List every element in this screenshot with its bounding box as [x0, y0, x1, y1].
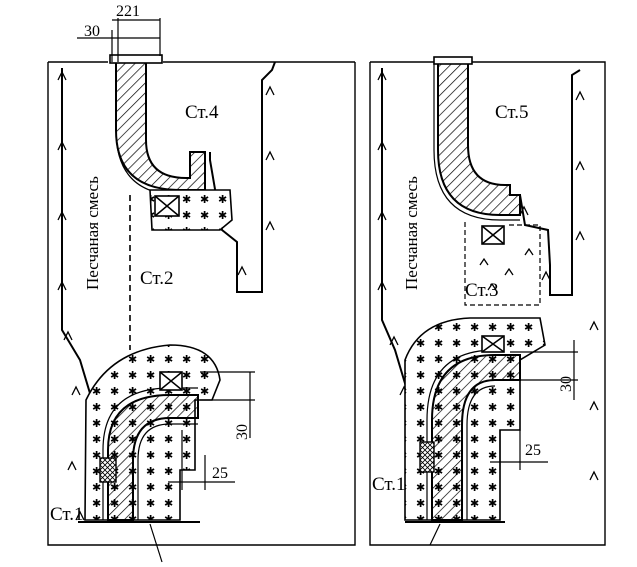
left-horizontal-dimension [168, 430, 235, 490]
right-dim-25: 25 [525, 442, 541, 459]
right-excavation-wall [519, 69, 581, 296]
right-stage-5-label: Ст.5 [495, 102, 529, 123]
right-slope [381, 68, 411, 401]
right-figure: 30 25 Песчаная смесь Ст.5 Ст.3 Ст.1 [369, 56, 606, 546]
left-vertical-dimension [200, 371, 255, 438]
left-excavation-outline [47, 61, 356, 546]
left-figure: 221 30 30 25 Песчаная смесь Ст.4 Ст.2 Ст… [47, 3, 356, 563]
right-side-block [419, 441, 435, 473]
right-sand-mix-label: Песчаная смесь [402, 176, 421, 290]
right-dim-30-vertical: 30 [558, 376, 575, 392]
right-top-flange [433, 56, 473, 65]
left-dim-30-top: 30 [84, 23, 100, 40]
right-stage-3-label: Ст.3 [465, 280, 499, 301]
left-stage-2-label: Ст.2 [140, 268, 174, 289]
right-vertical-dimension [510, 340, 578, 400]
left-lower-sand [84, 344, 221, 521]
left-stage-4-label: Ст.4 [185, 102, 219, 123]
left-ground-marks [57, 70, 275, 521]
left-dim-30-vertical: 30 [234, 424, 251, 440]
left-sand-mix-label: Песчаная смесь [83, 176, 102, 290]
right-upper-pipe [437, 61, 521, 216]
right-horizontal-dimension [490, 430, 548, 470]
right-lower-sand [404, 317, 546, 521]
left-top-flange [109, 54, 163, 64]
left-stage-1-label: Ст.1 [50, 504, 84, 525]
left-excavation-wall [209, 61, 276, 293]
left-side-block [99, 457, 117, 483]
right-ground-marks [377, 70, 599, 481]
left-upper-pipe [115, 61, 206, 191]
right-lower-pipe [431, 354, 521, 521]
left-dim-221: 221 [116, 3, 140, 20]
left-lower-pipe [107, 394, 199, 521]
right-stage-1-label: Ст.1 [372, 474, 406, 495]
left-top-dimension [77, 18, 161, 62]
left-dim-25: 25 [212, 465, 228, 482]
right-excavation-outline [369, 61, 606, 546]
